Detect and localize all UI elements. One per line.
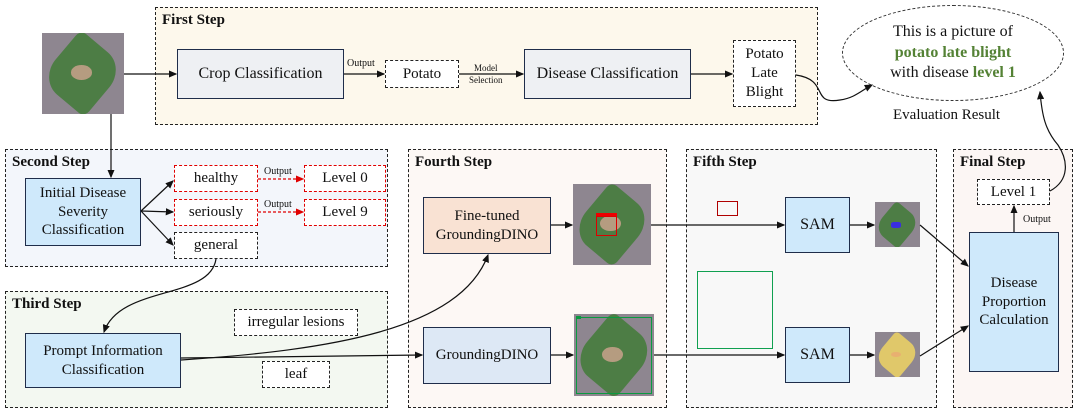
output-label-final: Output: [1023, 214, 1051, 225]
level-0-box: Level 0: [304, 165, 386, 192]
lesion-detection-image: [573, 184, 651, 265]
output-label-healthy: Output: [264, 166, 292, 177]
leaf-box-prompt: [697, 271, 773, 349]
disease-classification-box: Disease Classification: [524, 49, 691, 99]
finetuned-groundingdino-box: Fine-tuned GroundingDINO: [423, 197, 551, 254]
final-step-title: Final Step: [960, 154, 1026, 170]
healthy-box: healthy: [174, 165, 258, 192]
crop-classification-box: Crop Classification: [177, 49, 344, 99]
leaf-mask-image: [875, 332, 920, 377]
output-label-first: Output: [347, 58, 375, 69]
general-box: general: [174, 232, 258, 259]
evaluation-result-bubble: This is a picture of potato late blight …: [842, 5, 1064, 101]
second-step-title: Second Step: [12, 154, 90, 170]
level-1-box: Level 1: [977, 179, 1050, 205]
disease-name: potato late blight: [894, 43, 1012, 61]
initial-severity-classifier: Initial Disease Severity Classification: [25, 178, 141, 246]
disease-proportion-calculation-box: Disease Proportion Calculation: [969, 232, 1059, 372]
prompt-information-classifier: Prompt Information Classification: [25, 333, 181, 388]
fifth-step-title: Fifth Step: [693, 154, 757, 170]
fourth-step-title: Fourth Step: [415, 154, 493, 170]
lesion-bounding-box: [595, 216, 617, 236]
first-step-title: First Step: [162, 12, 225, 28]
groundingdino-box: GroundingDINO: [423, 327, 551, 384]
irregular-lesions-prompt: irregular lesions: [234, 309, 358, 336]
lesion-mask: [891, 221, 902, 229]
lesion-label-tag: [595, 213, 617, 217]
sam-top-box: SAM: [785, 197, 850, 253]
output-label-seriously: Output: [264, 199, 292, 210]
evaluation-result-caption: Evaluation Result: [893, 107, 1001, 123]
lesion-mask-image: [875, 202, 920, 247]
potato-late-blight-box: Potato Late Blight: [733, 40, 796, 107]
level-9-box: Level 9: [304, 199, 386, 226]
seriously-box: seriously: [174, 199, 258, 226]
leaf-prompt: leaf: [262, 361, 330, 388]
model-selection-label: Model Selection: [469, 63, 503, 85]
leaf-bounding-box: [576, 317, 652, 395]
third-step-title: Third Step: [12, 296, 82, 312]
input-leaf-image: [42, 33, 124, 114]
disease-level: level 1: [972, 64, 1016, 82]
potato-box: Potato: [385, 60, 459, 88]
leaf-detection-image: [574, 314, 654, 396]
leaf-label-tag: [575, 315, 582, 319]
lesion-box-prompt: [717, 201, 738, 216]
sam-bottom-box: SAM: [785, 327, 850, 383]
